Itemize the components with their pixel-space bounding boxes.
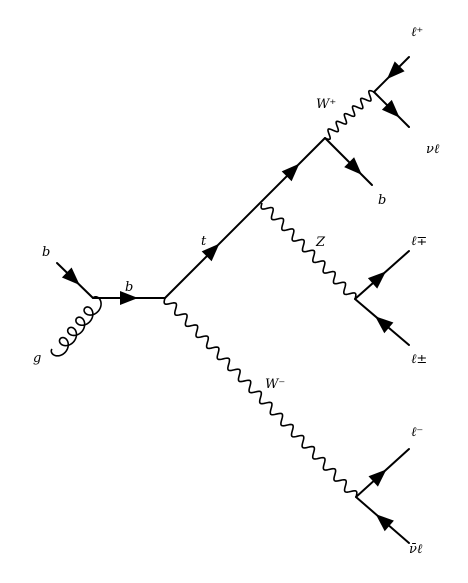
label-b-propagator: b bbox=[125, 280, 133, 295]
t-propagator-arrow-upper bbox=[281, 163, 300, 182]
gluon-line bbox=[50, 295, 102, 357]
lepton-l-plus-arrow bbox=[386, 61, 405, 80]
label-b-in: b bbox=[42, 245, 50, 260]
incoming-b-arrow bbox=[61, 267, 80, 285]
label-g-in: g bbox=[33, 351, 41, 366]
t-propagator-arrow-lower bbox=[201, 243, 220, 262]
lepton-l-pm-arrow bbox=[375, 316, 394, 334]
label-b-out: b bbox=[378, 193, 386, 208]
antineutrino-arrow bbox=[375, 514, 394, 532]
lepton-l-minus-arrow bbox=[368, 469, 387, 487]
b-propagator-arrow bbox=[120, 291, 138, 305]
t-propagator-line bbox=[164, 137, 326, 299]
label-w-minus: W⁻ bbox=[265, 377, 285, 392]
lepton-l-mp-arrow bbox=[367, 271, 386, 289]
w-plus-boson-line bbox=[324, 89, 375, 141]
neutrino-arrow bbox=[381, 99, 400, 118]
label-t-propagator: t bbox=[201, 234, 207, 249]
w-minus-boson-line bbox=[163, 297, 358, 498]
label-l-minus: ℓ⁻ bbox=[411, 425, 423, 440]
label-l-mp: ℓ∓ bbox=[411, 234, 427, 249]
label-z: Z bbox=[315, 235, 326, 250]
outgoing-b-arrow bbox=[344, 157, 362, 175]
outgoing-b-quark-line bbox=[324, 137, 373, 186]
label-w-plus: W⁺ bbox=[316, 97, 336, 112]
label-nubar-l: ν̄ℓ bbox=[409, 542, 423, 557]
labels: b g b t W⁺ Z W⁻ b ℓ⁺ νℓ ℓ∓ ℓ± ℓ⁻ ν̄ℓ bbox=[33, 25, 440, 557]
label-l-pm: ℓ± bbox=[411, 352, 427, 367]
arrowheads bbox=[61, 61, 405, 532]
propagators bbox=[50, 56, 410, 544]
label-l-plus: ℓ⁺ bbox=[411, 25, 423, 40]
label-nu-l: νℓ bbox=[426, 142, 440, 157]
z-boson-line bbox=[260, 202, 357, 300]
